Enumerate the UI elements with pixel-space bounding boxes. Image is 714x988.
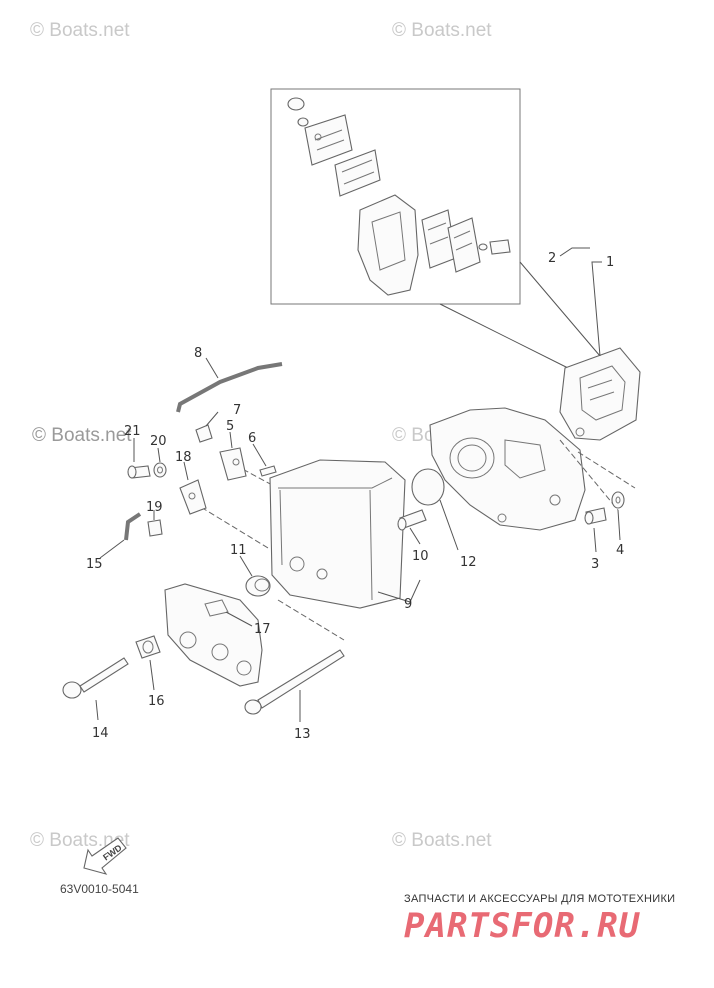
washer-4-icon	[611, 491, 625, 509]
dash-line-5	[234, 464, 301, 501]
fwd-arrow-icon: FWD	[83, 837, 127, 875]
long-bolt-14-icon	[62, 657, 129, 699]
callout-21: 21	[124, 424, 141, 439]
leader-20	[157, 447, 161, 463]
leader-18	[183, 461, 189, 481]
footer-tagline: ЗАПЧАСТИ И АКСЕССУАРЫ ДЛЯ МОТОТЕХНИКИ	[404, 893, 676, 905]
inset-box	[270, 88, 521, 305]
callout-11: 11	[230, 543, 247, 558]
dash-line-1	[577, 451, 636, 489]
hose-8-icon	[176, 362, 283, 413]
callout-9: 9	[404, 597, 412, 612]
callout-7: 7	[233, 403, 241, 418]
leader-10	[409, 527, 421, 545]
crankcase-icon	[429, 407, 586, 531]
inset-valve-plate-icon	[421, 209, 481, 273]
inset-leader-right	[519, 261, 601, 357]
leader-7	[205, 411, 219, 427]
bracket-5-icon	[219, 447, 247, 481]
callout-3: 3	[591, 557, 599, 572]
inset-housing-icon	[357, 194, 419, 296]
clip-7-icon	[195, 424, 213, 443]
watermark-top-center: © Boats.net	[392, 20, 492, 41]
watermark-bottom-left: © Boats.net	[30, 830, 130, 851]
pin-6-icon	[259, 465, 277, 477]
watermark-top-left: © Boats.net	[30, 20, 130, 41]
drawing-code: 63V0010-5041	[60, 882, 139, 896]
inset-screw-icon	[287, 97, 309, 127]
callout-19: 19	[146, 500, 163, 515]
callout-2: 2	[548, 251, 556, 266]
hose-15-icon	[124, 512, 142, 541]
gasket-ring-icon	[411, 468, 445, 506]
watermark-bottom-center: © Boats.net	[392, 830, 492, 851]
bolt-10-icon	[397, 509, 427, 531]
leader-17	[225, 611, 253, 627]
dash-line-4	[185, 497, 269, 549]
grommet-16-icon	[135, 635, 161, 659]
callout-17: 17	[254, 622, 271, 637]
reed-valve-assembly-icon	[559, 347, 641, 441]
leader-14	[95, 699, 99, 721]
callout-4: 4	[616, 543, 624, 558]
callout-1: 1	[606, 255, 614, 270]
inset-screw-right-icon	[478, 239, 511, 255]
screw-21-icon	[127, 465, 151, 479]
inset-stopper-plate-icon	[304, 114, 353, 166]
callout-18: 18	[175, 450, 192, 465]
callout-8: 8	[194, 346, 202, 361]
dash-line-3	[277, 599, 345, 641]
watermark-mid-left: © Boats.net	[32, 425, 132, 446]
dash-line-2	[559, 439, 619, 511]
screw-3-icon	[584, 507, 607, 525]
callout-12: 12	[460, 555, 477, 570]
leader-1	[591, 261, 602, 357]
leader-6	[252, 443, 267, 467]
leader-16	[149, 659, 155, 691]
leader-15	[99, 539, 125, 559]
leader-9	[377, 579, 421, 603]
inset-reed-icon	[334, 149, 381, 197]
leader-5	[229, 431, 233, 449]
callout-13: 13	[294, 727, 311, 742]
plug-11-icon	[245, 575, 271, 597]
callout-10: 10	[412, 549, 429, 564]
leader-4	[617, 509, 621, 541]
callout-15: 15	[86, 557, 103, 572]
callout-20: 20	[150, 434, 167, 449]
callout-14: 14	[92, 726, 109, 741]
callout-5: 5	[226, 419, 234, 434]
long-bolt-13-icon	[244, 649, 345, 715]
clip-19-icon	[147, 519, 163, 537]
leader-2	[559, 247, 590, 257]
callout-6: 6	[248, 431, 256, 446]
callout-16: 16	[148, 694, 165, 709]
bracket-18-icon	[179, 479, 207, 515]
inset-leader-left	[439, 303, 569, 369]
leader-8	[205, 357, 219, 379]
washer-20-icon	[153, 462, 167, 478]
leader-12	[439, 499, 459, 551]
partsfor-logo: PARTSFOR.RU	[404, 906, 641, 946]
leader-11	[239, 555, 253, 577]
leader-3	[593, 527, 597, 553]
front-bracket-17-icon	[164, 583, 263, 687]
intake-silencer-icon	[269, 459, 406, 609]
